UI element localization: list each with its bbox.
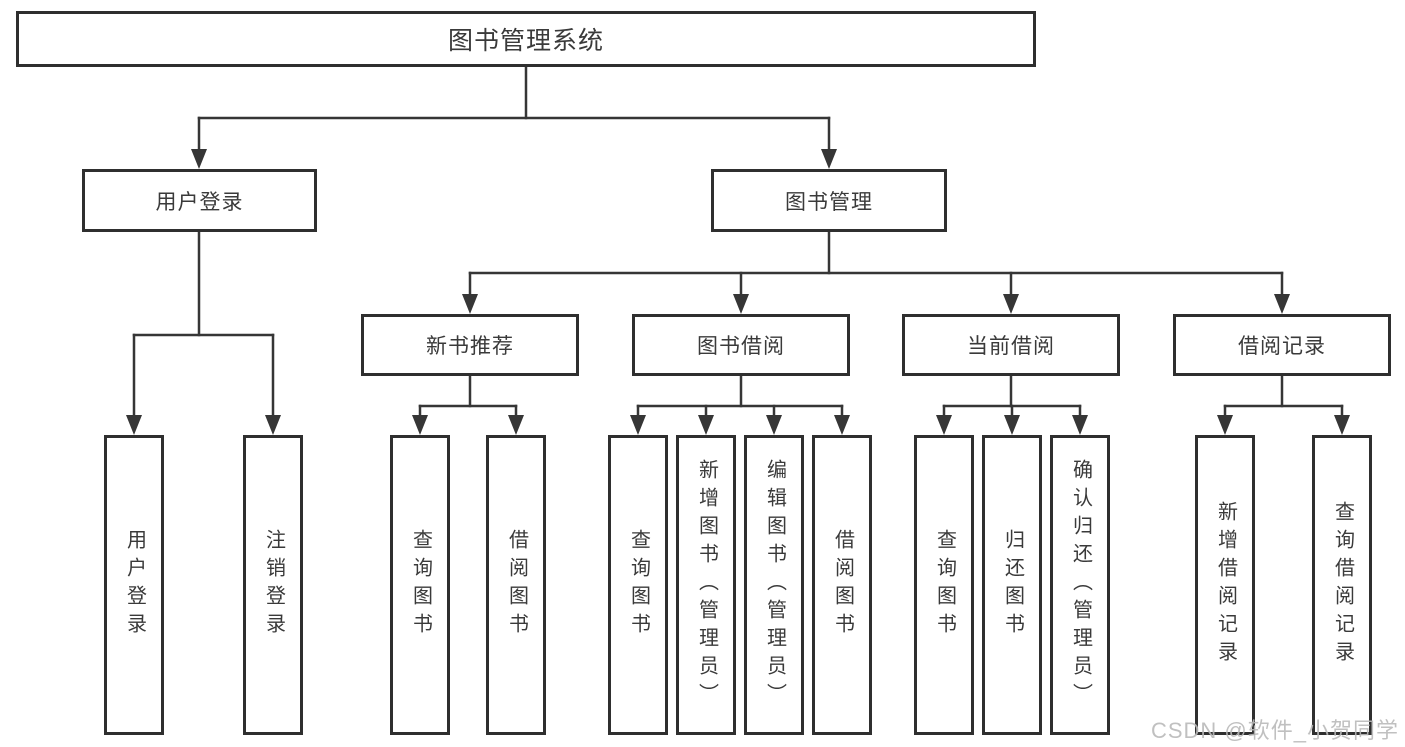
node-new-book-recommend-label: 新书推荐 (426, 335, 514, 358)
leaf-borrow-books-label: 借阅图书 (831, 529, 854, 641)
node-book-borrowing: 图书借阅 (632, 314, 850, 376)
leaf-borrow-books: 借阅图书 (812, 435, 872, 735)
leaf-user-login-label: 用户登录 (123, 529, 146, 641)
leaf-query-books-recommend-label: 查询图书 (409, 529, 432, 641)
node-current-borrowing: 当前借阅 (902, 314, 1120, 376)
node-new-book-recommend: 新书推荐 (361, 314, 579, 376)
leaf-query-books-current-label: 查询图书 (933, 529, 956, 641)
leaf-query-books-recommend: 查询图书 (390, 435, 450, 735)
leaf-add-borrow-record-label: 新增借阅记录 (1214, 501, 1237, 669)
leaf-borrow-books-recommend: 借阅图书 (486, 435, 546, 735)
leaf-query-books-borrow: 查询图书 (608, 435, 668, 735)
leaf-add-books-admin-label: 新增图书（管理员） (695, 459, 718, 711)
leaf-return-books-label: 归还图书 (1001, 529, 1024, 641)
leaf-logout: 注销登录 (243, 435, 303, 735)
leaf-edit-books-admin-label: 编辑图书（管理员） (763, 459, 786, 711)
node-book-borrowing-label: 图书借阅 (697, 335, 785, 358)
node-root-label: 图书管理系统 (447, 27, 604, 55)
leaf-query-books-current: 查询图书 (914, 435, 974, 735)
leaf-return-books: 归还图书 (982, 435, 1042, 735)
leaf-query-books-borrow-label: 查询图书 (627, 529, 650, 641)
leaf-confirm-return-admin-label: 确认归还（管理员） (1069, 459, 1092, 711)
leaf-query-borrow-record-label: 查询借阅记录 (1331, 501, 1354, 669)
node-book-management-label: 图书管理 (785, 190, 873, 214)
node-user-login: 用户登录 (82, 169, 317, 232)
leaf-add-books-admin: 新增图书（管理员） (676, 435, 736, 735)
leaf-user-login: 用户登录 (104, 435, 164, 735)
node-borrowing-records-label: 借阅记录 (1238, 335, 1326, 358)
node-borrowing-records: 借阅记录 (1173, 314, 1391, 376)
node-root: 图书管理系统 (16, 11, 1036, 67)
node-book-management: 图书管理 (711, 169, 947, 232)
leaf-logout-label: 注销登录 (262, 529, 285, 641)
leaf-query-borrow-record: 查询借阅记录 (1312, 435, 1372, 735)
leaf-borrow-books-recommend-label: 借阅图书 (505, 529, 528, 641)
node-user-login-label: 用户登录 (155, 190, 244, 214)
watermark: CSDN @软件_小贺同学 (1150, 718, 1399, 743)
node-current-borrowing-label: 当前借阅 (967, 335, 1055, 358)
leaf-confirm-return-admin: 确认归还（管理员） (1050, 435, 1110, 735)
leaf-add-borrow-record: 新增借阅记录 (1195, 435, 1255, 735)
leaf-edit-books-admin: 编辑图书（管理员） (744, 435, 804, 735)
